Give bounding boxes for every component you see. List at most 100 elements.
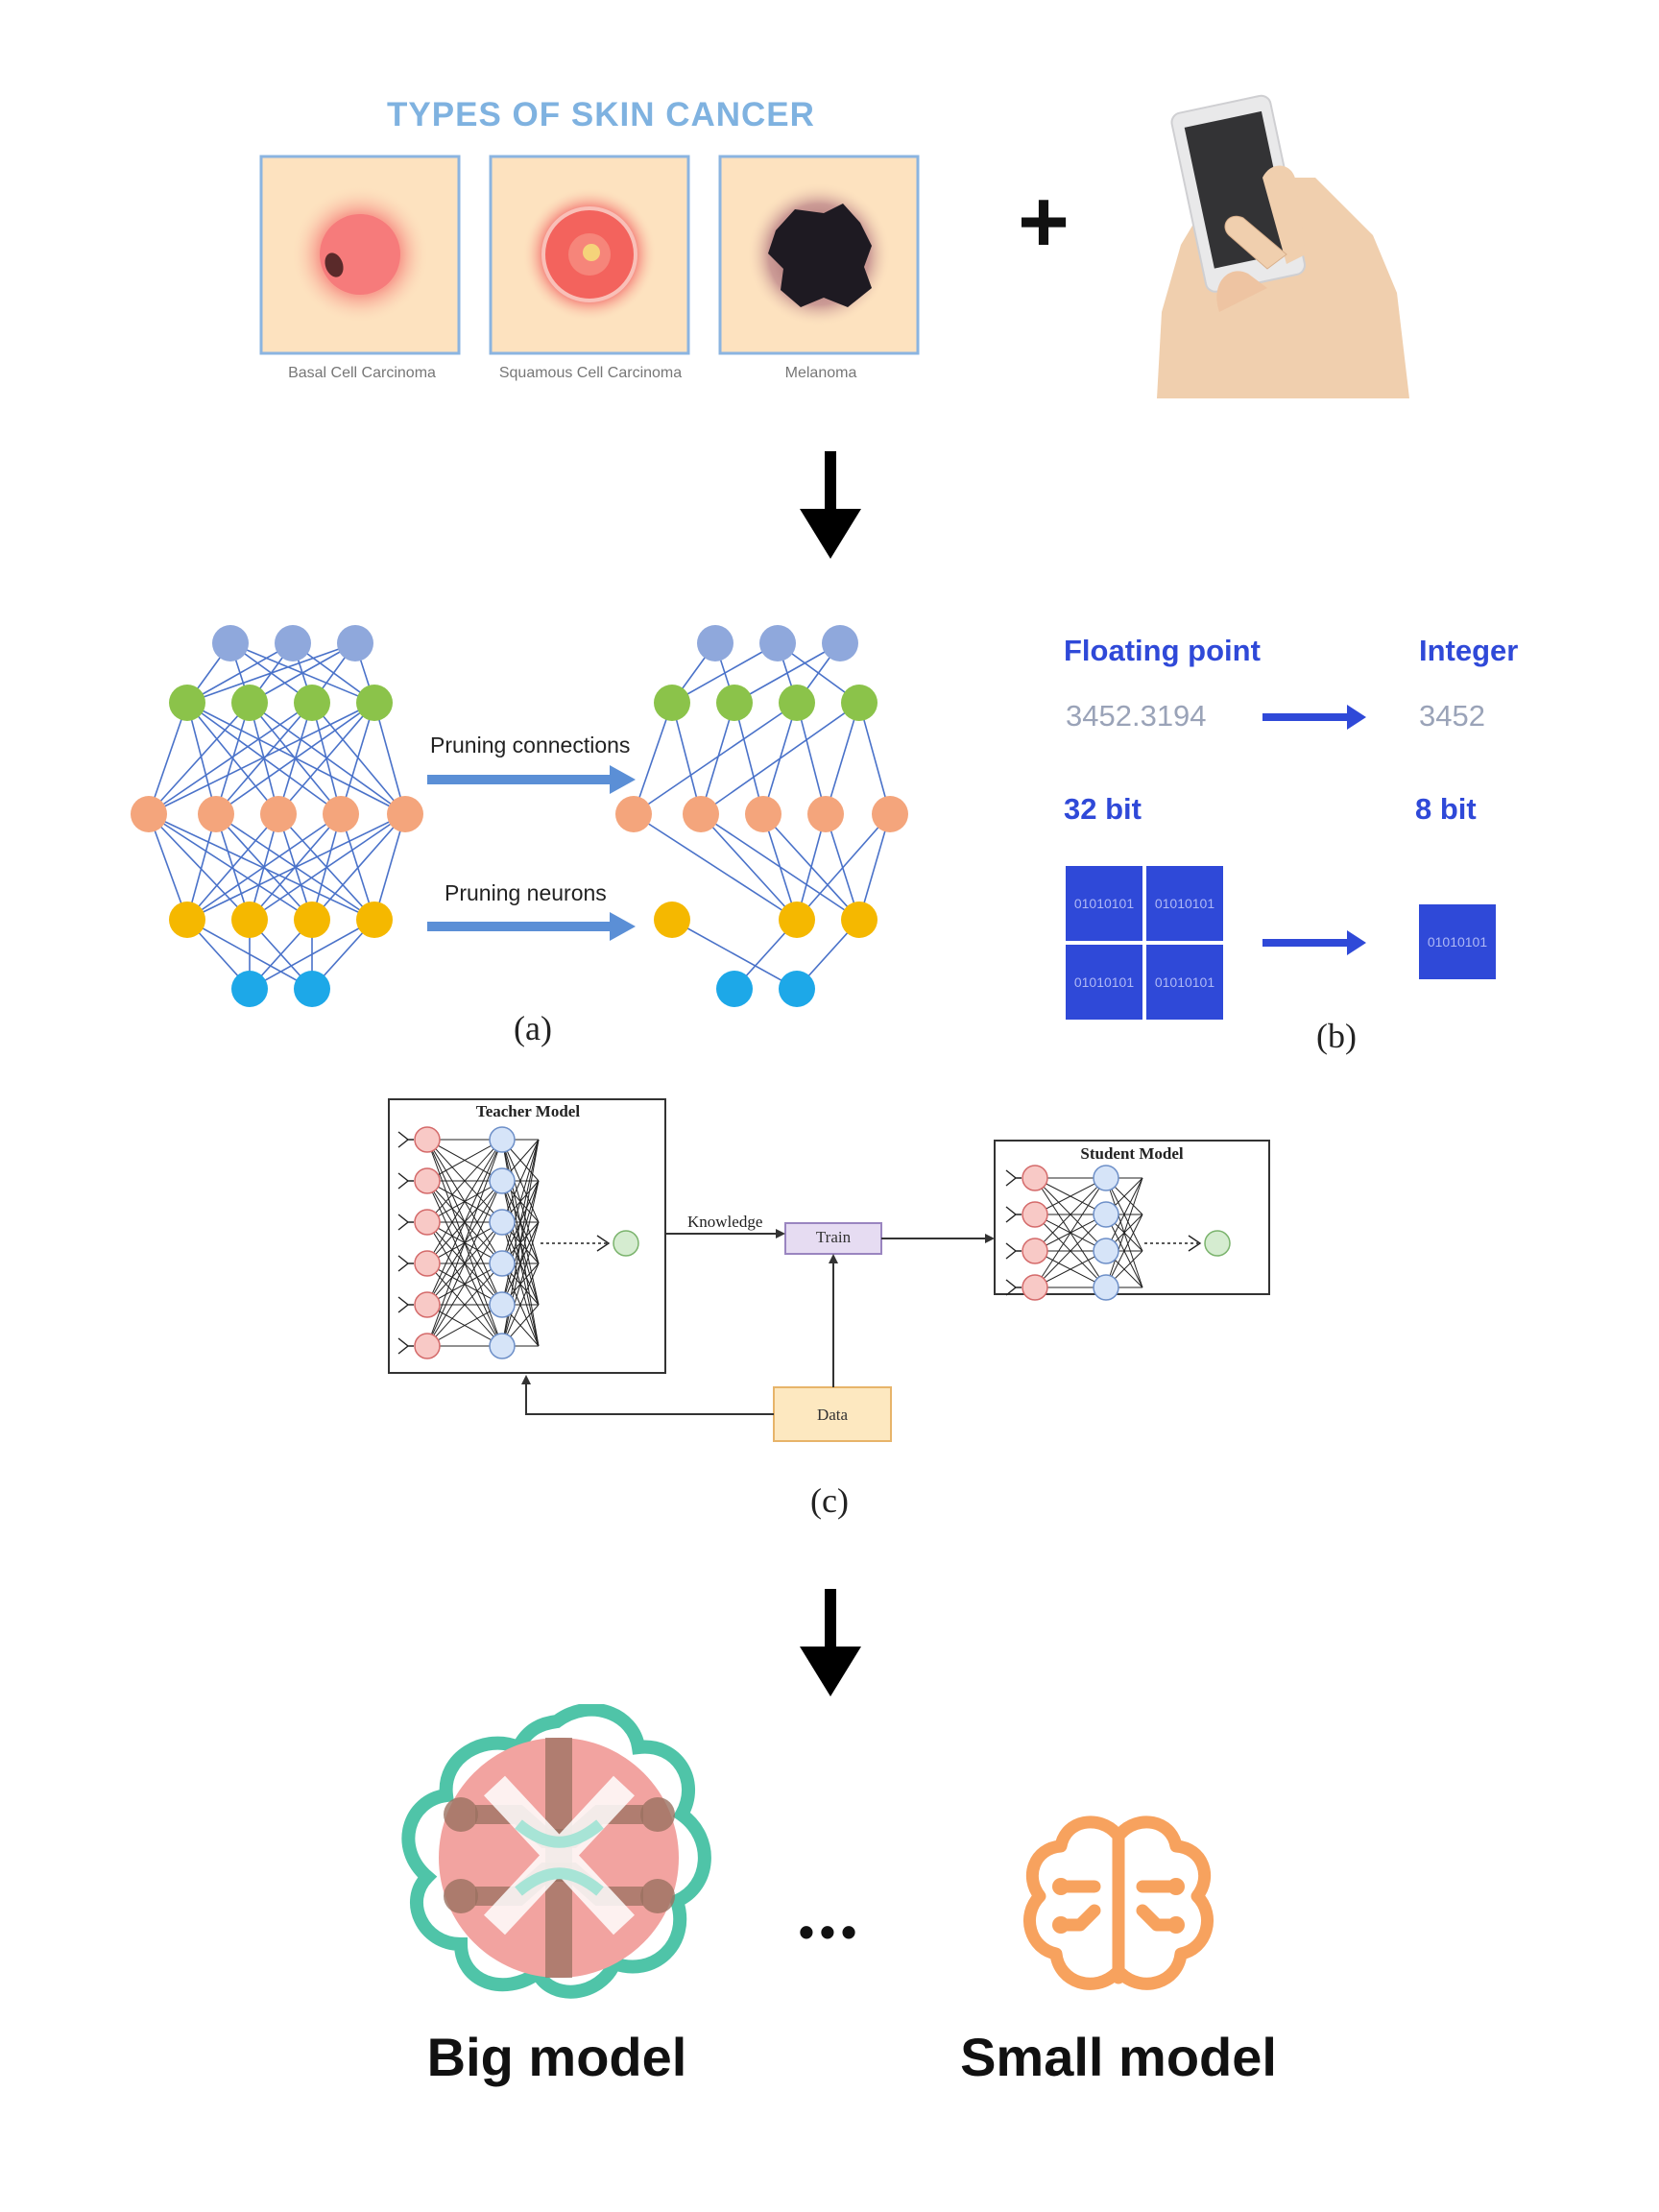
bit-block-8: 01010101 <box>1419 904 1496 979</box>
teacher-edge <box>426 1221 503 1347</box>
network-edge <box>277 702 375 815</box>
network-neuron <box>169 685 205 721</box>
network-neuron <box>716 971 753 1007</box>
network-neuron <box>683 796 719 832</box>
input-neuron <box>414 1250 441 1277</box>
input-neuron <box>414 1209 441 1236</box>
teacher-edge <box>426 1139 503 1223</box>
network-edge <box>148 813 251 921</box>
input-neuron <box>414 1167 441 1194</box>
bit-block: 01010101 <box>1146 866 1223 941</box>
network-edge <box>186 813 406 921</box>
arrow-down-icon <box>800 451 861 559</box>
quant-arrow-icon <box>1262 930 1366 955</box>
teacher-edge <box>1105 1214 1143 1288</box>
input-arrow <box>397 1337 414 1355</box>
network-neuron <box>759 625 796 661</box>
network-neuron <box>212 625 249 661</box>
teacher-edge <box>426 1139 503 1347</box>
teacher-edge <box>1034 1214 1107 1288</box>
arrow-down-icon <box>800 1589 861 1696</box>
squamous-cell-panel <box>489 155 690 355</box>
hidden-neuron <box>489 1167 516 1194</box>
hidden-neuron <box>1093 1238 1119 1264</box>
network-neuron <box>131 796 167 832</box>
input-neuron <box>414 1126 441 1153</box>
input-arrow <box>1005 1206 1022 1223</box>
distillation-caption: (c) <box>810 1481 849 1520</box>
output-arrow <box>1188 1235 1202 1252</box>
quant-arrow-icon <box>1262 705 1366 730</box>
hidden-neuron <box>489 1126 516 1153</box>
distillation-diagram <box>388 1098 1270 1442</box>
network-edge <box>796 702 827 815</box>
network-edge <box>633 702 798 815</box>
student-model-label: Student Model <box>1080 1144 1184 1163</box>
network-neuron <box>294 902 330 938</box>
network-neuron <box>779 971 815 1007</box>
hidden-neuron <box>489 1333 516 1359</box>
input-arrow <box>1005 1279 1022 1296</box>
network-edge <box>148 702 188 815</box>
network-edge <box>148 813 188 921</box>
pruning-connections-arrow <box>427 775 614 784</box>
input-arrow <box>397 1172 414 1190</box>
teacher-edge <box>426 1262 503 1347</box>
melanoma-lesion <box>768 204 872 307</box>
output-arrow <box>596 1235 611 1252</box>
input-arrow <box>397 1255 414 1272</box>
hidden-neuron <box>489 1250 516 1277</box>
teacher-edge <box>501 1180 540 1347</box>
network-edge <box>373 813 406 921</box>
input-neuron <box>1022 1238 1048 1264</box>
network-edge <box>215 702 251 815</box>
network-edge <box>148 702 375 815</box>
small-model-brain-icon <box>1023 1815 1214 1990</box>
network-neuron <box>294 971 330 1007</box>
basal-cell-label: Basal Cell Carcinoma <box>288 365 436 381</box>
network-neuron <box>356 902 393 938</box>
network-edge <box>148 702 313 815</box>
bit-block: 01010101 <box>1066 866 1142 941</box>
network-neuron <box>779 685 815 721</box>
network-neuron <box>169 902 205 938</box>
network-edge <box>700 702 860 815</box>
network-edge <box>796 813 891 921</box>
teacher-model-label: Teacher Model <box>475 1102 581 1120</box>
network-neuron <box>779 902 815 938</box>
network-edge <box>733 642 841 704</box>
network-neuron <box>294 685 330 721</box>
pruning-diagram <box>131 625 908 1007</box>
teacher-edge <box>501 1262 540 1347</box>
network-neuron <box>260 796 297 832</box>
teacher-edge <box>1034 1177 1107 1252</box>
network-neuron <box>231 971 268 1007</box>
network-edge <box>796 813 827 921</box>
hidden-neuron <box>489 1291 516 1318</box>
train-label: Train <box>815 1228 852 1246</box>
big-model-label: Big model <box>426 2027 687 2087</box>
network-neuron <box>841 685 878 721</box>
network-edge <box>373 702 406 815</box>
squamous-cell-label: Squamous Cell Carcinoma <box>498 365 683 381</box>
floating-point-title: Floating point <box>1064 634 1261 667</box>
pruning-connections-arrow-head <box>610 765 636 794</box>
network-edge <box>762 813 798 921</box>
input-neuron <box>1022 1201 1048 1228</box>
network-neuron <box>841 902 878 938</box>
teacher-edge <box>426 1180 503 1347</box>
input-arrow <box>397 1131 414 1148</box>
network-edge <box>633 813 798 921</box>
network-edge <box>700 702 735 815</box>
network-edge <box>186 702 217 815</box>
network-edge <box>825 702 860 815</box>
network-neuron <box>387 796 423 832</box>
network-edge <box>340 702 375 815</box>
network-neuron <box>198 796 234 832</box>
network-neuron <box>323 796 359 832</box>
teacher-edge <box>501 1139 540 1223</box>
network-neuron <box>275 625 311 661</box>
basal-cell-panel <box>259 155 461 355</box>
hidden-neuron <box>1093 1165 1119 1191</box>
network-edge <box>311 813 406 921</box>
